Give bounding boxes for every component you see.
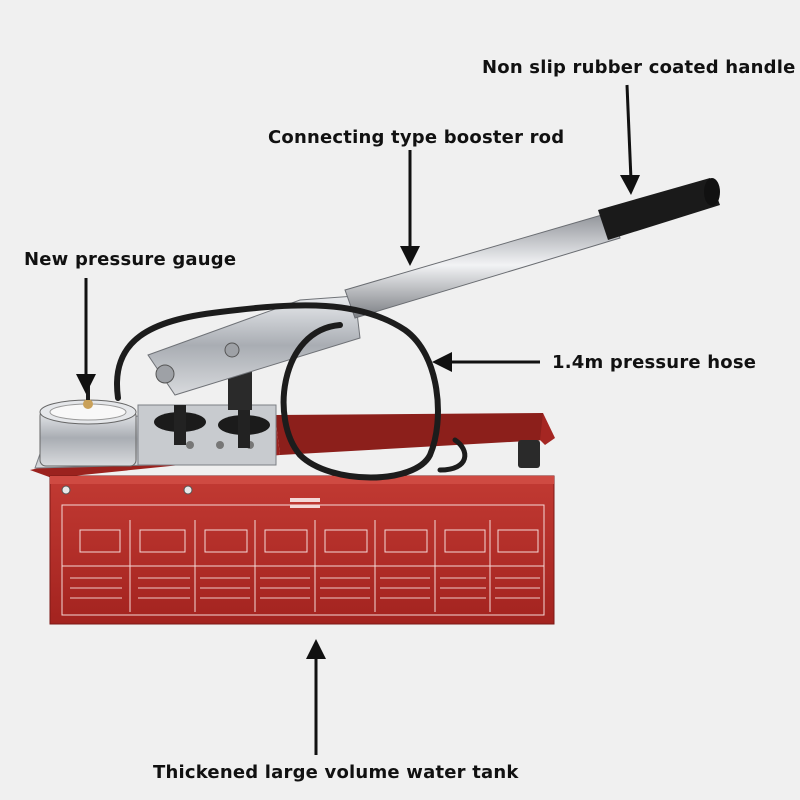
valve-knobs	[154, 362, 270, 448]
pressure-hose	[114, 302, 468, 481]
callout-arrows	[76, 84, 640, 755]
label-handle: Non slip rubber coated handle	[482, 57, 796, 78]
pressure-gauge	[39, 380, 137, 467]
label-pressure-gauge: New pressure gauge	[24, 249, 237, 270]
booster-rod	[344, 211, 621, 319]
label-booster-rod: Connecting type booster rod	[268, 127, 565, 148]
label-water-tank: Thickened large volume water tank	[153, 762, 519, 783]
label-pressure-hose: 1.4m pressure hose	[552, 352, 757, 373]
instruction-panel	[61, 498, 545, 616]
rubber-handle	[598, 178, 720, 240]
